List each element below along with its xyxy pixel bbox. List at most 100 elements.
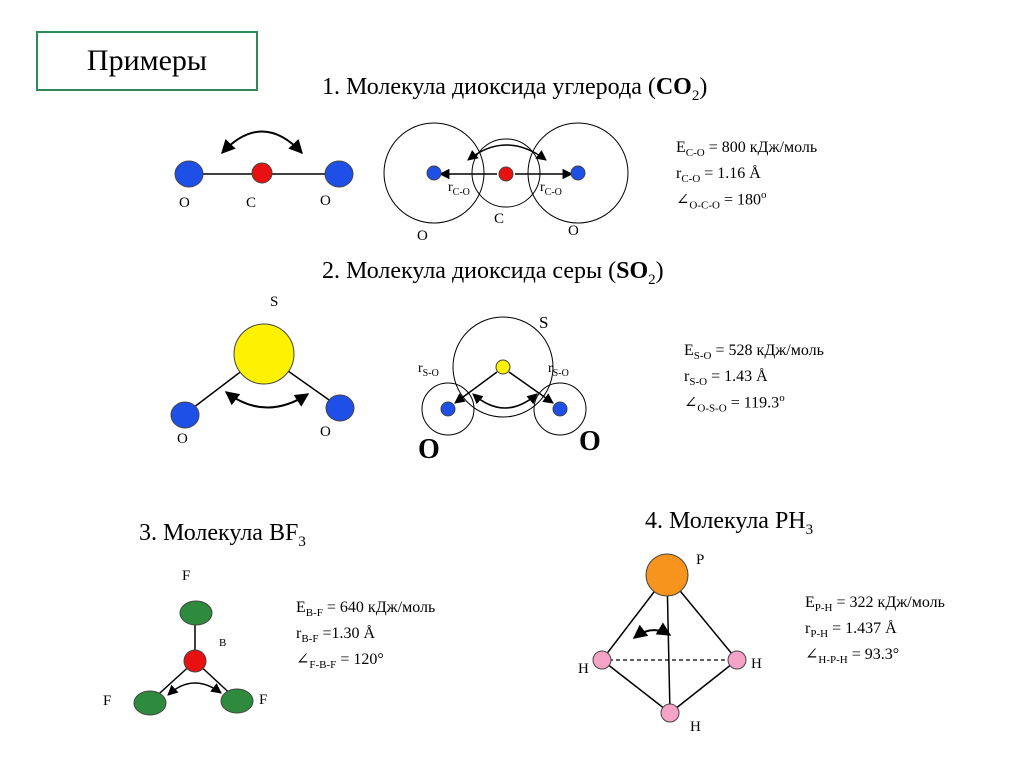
so2-orbit-label-s: S xyxy=(539,313,549,332)
so2-r-arrow-left xyxy=(454,371,498,404)
bf3-heading: 3. Молекула BF3 xyxy=(139,521,306,550)
so2-label-s: S xyxy=(270,294,279,310)
so2-label-o-left: O xyxy=(177,431,188,447)
co2-orbital-angle-arrow xyxy=(467,144,547,161)
so2-r-left-sub: S-O xyxy=(422,367,439,379)
co2-label-o-left: O xyxy=(179,195,190,211)
co2-bond-angle: ∠O-C-O = 180o xyxy=(676,188,817,214)
co2-ball-stick-model xyxy=(174,130,354,188)
co2-r-right-symbol: r xyxy=(540,180,545,195)
bf3-label-f-top: F xyxy=(182,568,191,584)
so2-length-symbol: r xyxy=(684,368,690,386)
bf3-length-value: =1.30 Å xyxy=(318,625,376,643)
so2-r-arrow-right xyxy=(508,371,554,404)
ph3-hydrogen-right-atom xyxy=(727,650,747,670)
co2-angle-value: = 180 xyxy=(719,191,761,209)
bf3-bond-length: rB-F =1.30 Å xyxy=(296,622,435,648)
co2-formula-sub: 2 xyxy=(691,87,700,104)
co2-orbital-oxygen-left xyxy=(426,165,442,181)
co2-r-label-left: rC-O xyxy=(448,181,470,198)
ph3-angle-sub: H-P-H xyxy=(818,654,848,667)
ph3-energy-value: = 322 кДж/моль xyxy=(832,594,945,611)
so2-bond-length: rS-O = 1.43 Å xyxy=(684,365,824,391)
bf3-energy: EB-F = 640 кДж/моль xyxy=(296,596,435,622)
bf3-label-b: B xyxy=(219,637,227,649)
so2-angle-value: = 119.3 xyxy=(726,394,780,412)
so2-angle-degree: o xyxy=(779,392,785,405)
ph3-bond-length: rP-H = 1.437 Å xyxy=(805,617,945,643)
so2-formula-sub: 2 xyxy=(648,271,656,288)
so2-angle-arrow xyxy=(224,391,310,409)
co2-orbit-label-o-left: O xyxy=(417,228,428,244)
co2-angle-degree: o xyxy=(761,189,767,202)
bf3-energy-symbol: E xyxy=(296,599,306,616)
so2-orbital-sulfur xyxy=(495,359,511,375)
so2-formula: SO xyxy=(616,258,649,284)
co2-orbital-circle-right xyxy=(527,122,629,224)
co2-label-o-right: O xyxy=(320,193,331,209)
bf3-fluorine-left-atom xyxy=(133,690,167,716)
co2-orbital-circle-left xyxy=(383,122,485,224)
co2-label-c: C xyxy=(246,195,257,211)
so2-orbital-circle-right xyxy=(533,382,587,436)
co2-energy-symbol: E xyxy=(676,139,686,156)
co2-heading-end: ) xyxy=(699,74,708,100)
so2-orbital-circle-center xyxy=(452,316,554,418)
bf3-angle-value: = 120° xyxy=(336,651,384,669)
co2-orbital-model xyxy=(383,122,629,224)
so2-properties: ES-O = 528 кДж/моль rS-O = 1.43 Å ∠O-S-O… xyxy=(684,339,824,418)
ph3-angle-symbol: ∠ xyxy=(805,646,819,664)
so2-orbit-label-o-right: O xyxy=(579,426,601,457)
so2-energy-value: = 528 кДж/моль xyxy=(711,342,824,359)
co2-orbital-circle-center xyxy=(471,138,541,208)
bf3-energy-sub: B-F xyxy=(305,607,323,620)
ph3-bond-bottom xyxy=(666,574,671,714)
ph3-angle-value: = 93.3° xyxy=(847,646,900,664)
co2-oxygen-right-atom xyxy=(324,160,354,188)
co2-length-value: = 1.16 Å xyxy=(700,165,761,183)
bf3-length-sub: B-F xyxy=(301,633,319,646)
ph3-model xyxy=(592,553,747,723)
co2-orbit-label-o-right: O xyxy=(568,223,579,239)
bf3-boron-atom xyxy=(183,649,207,673)
co2-r-label-right: rC-O xyxy=(540,181,562,198)
so2-oxygen-right-atom xyxy=(325,394,355,422)
bf3-label-f-left: F xyxy=(103,693,112,709)
so2-r-left-symbol: r xyxy=(418,361,423,376)
co2-length-sub: C-O xyxy=(681,173,701,186)
co2-orbit-label-c: C xyxy=(494,211,505,227)
ph3-hydrogen-left-atom xyxy=(592,650,612,670)
ph3-energy: EP-H = 322 кДж/моль xyxy=(805,591,945,617)
so2-r-label-left: rS-O xyxy=(418,362,439,379)
so2-orbital-angle-arrow xyxy=(472,393,538,409)
co2-r-right-sub: C-O xyxy=(544,186,562,198)
bf3-fluorine-top-atom xyxy=(179,600,213,626)
co2-heading: 1. Молекула диоксида углерода (CO2) xyxy=(322,75,707,104)
co2-formula: CO xyxy=(655,74,692,100)
bf3-angle-sub: F-B-F xyxy=(309,659,337,672)
ph3-heading: 4. Молекула PH3 xyxy=(645,509,813,538)
so2-heading-text: 2. Молекула диоксида серы ( xyxy=(322,258,617,284)
ph3-energy-symbol: E xyxy=(805,594,815,611)
so2-length-sub: S-O xyxy=(689,376,708,389)
ph3-formula-sub: 3 xyxy=(805,521,814,538)
ph3-label-p: P xyxy=(696,552,705,568)
bf3-heading-text: 3. Молекула BF xyxy=(139,520,299,546)
co2-r-left-sub: C-O xyxy=(452,186,470,198)
co2-bond-length: rC-O = 1.16 Å xyxy=(676,162,817,188)
so2-energy-symbol: E xyxy=(684,342,694,359)
co2-energy-sub: C-O xyxy=(685,147,705,160)
co2-heading-text: 1. Молекула диоксида углерода ( xyxy=(322,74,656,100)
ph3-properties: EP-H = 322 кДж/моль rP-H = 1.437 Å ∠H-P-… xyxy=(805,591,945,669)
ph3-heading-text: 4. Молекула PH xyxy=(645,508,806,534)
so2-r-label-right: rS-O xyxy=(548,362,569,379)
bf3-energy-value: = 640 кДж/моль xyxy=(322,599,436,616)
ph3-edge-left xyxy=(601,659,671,714)
so2-energy-sub: S-O xyxy=(693,350,712,363)
so2-label-o-right: O xyxy=(320,424,331,440)
bf3-formula-sub: 3 xyxy=(298,533,306,550)
co2-angle-arrow xyxy=(221,130,303,155)
co2-length-symbol: r xyxy=(676,165,682,183)
bf3-model xyxy=(133,600,254,716)
ph3-label-h-bottom: H xyxy=(690,719,701,735)
